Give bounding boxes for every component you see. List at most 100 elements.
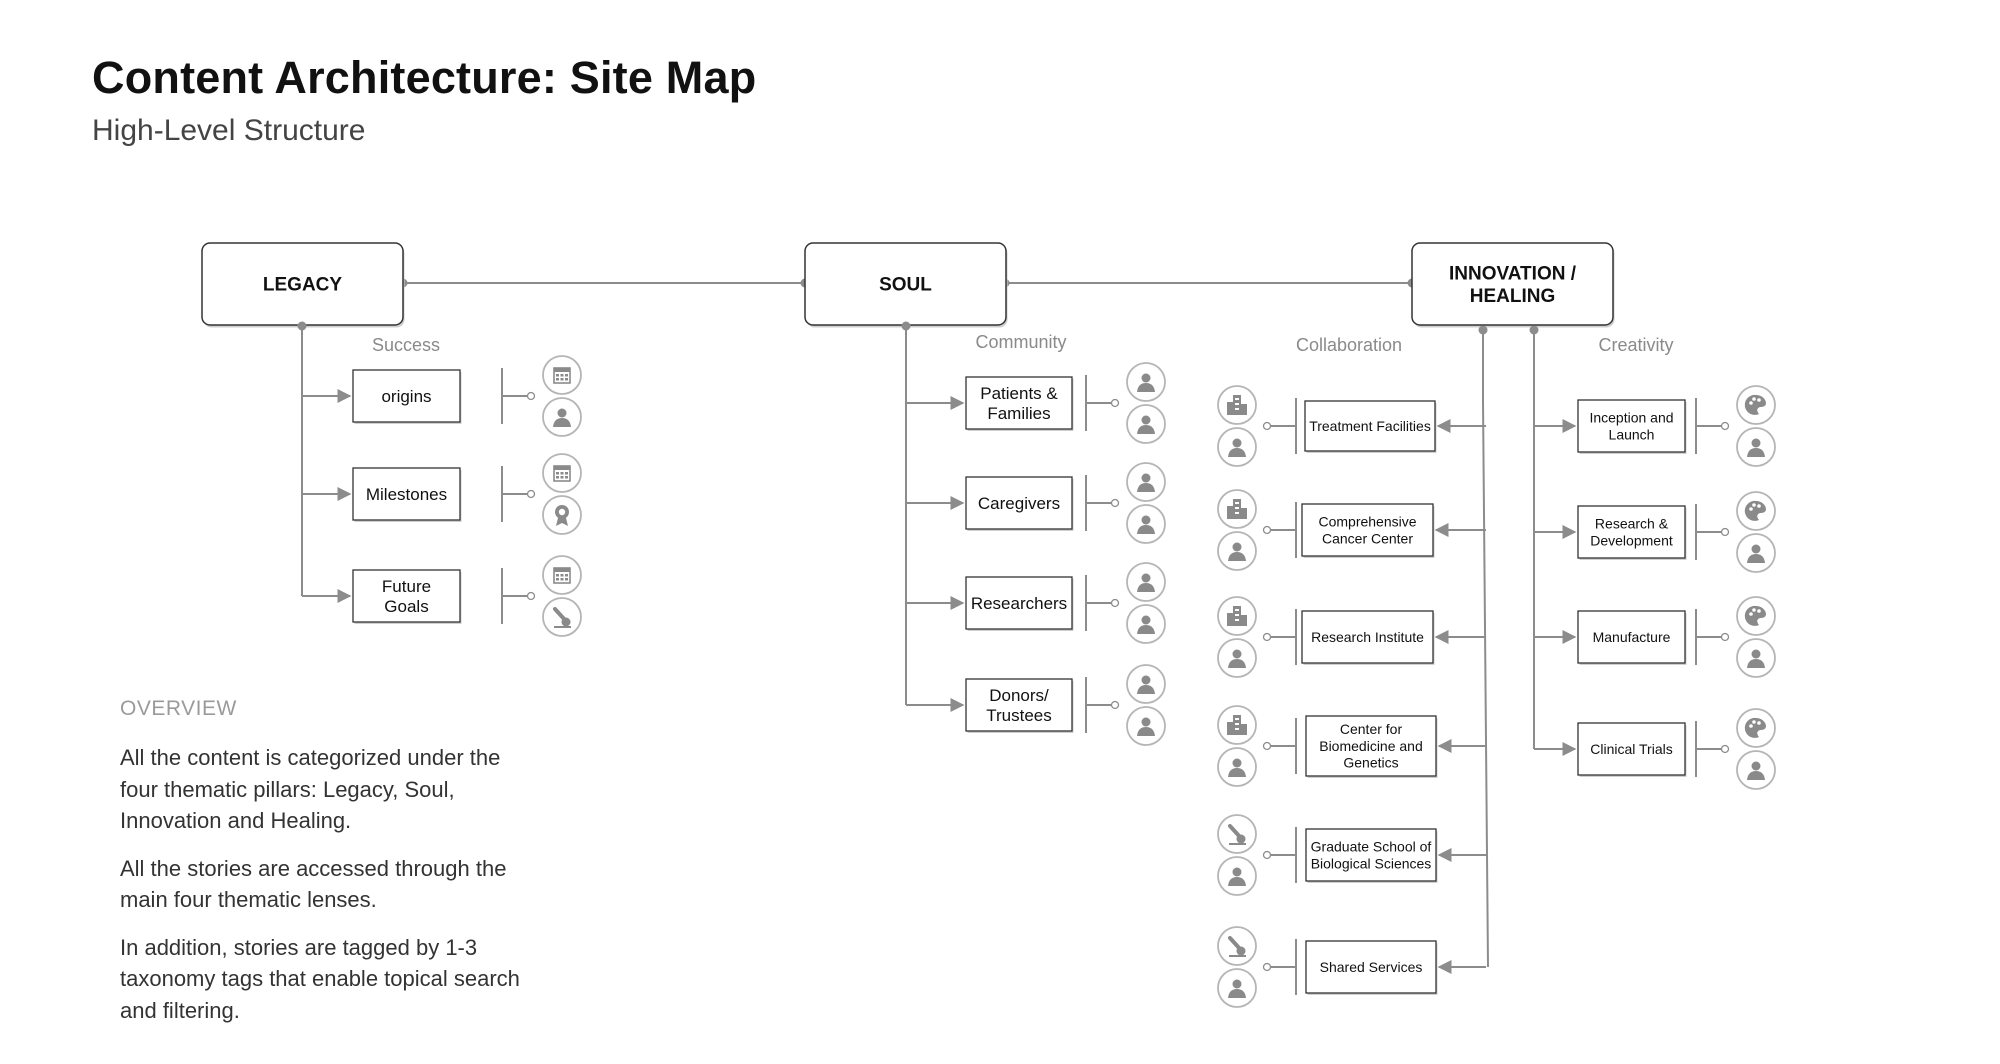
tag-connector-dot xyxy=(1110,700,1120,710)
pillar-box xyxy=(1411,242,1614,326)
microscope-icon xyxy=(1217,814,1257,854)
award-icon xyxy=(555,505,569,526)
tag-connector-dot xyxy=(526,489,536,499)
node-box xyxy=(352,467,461,521)
person-icon xyxy=(1137,615,1155,634)
section-label: Success xyxy=(372,335,440,355)
person-icon xyxy=(1217,968,1257,1008)
node-label: Patients &Families xyxy=(980,384,1058,423)
node-5[interactable]: Shared Services xyxy=(1305,940,1438,995)
building-icon xyxy=(1217,385,1257,425)
person-icon xyxy=(1747,544,1765,563)
node-box xyxy=(1577,610,1686,664)
node-box xyxy=(1301,610,1434,664)
building-icon xyxy=(1217,596,1257,636)
person-icon xyxy=(1217,747,1257,787)
overview-paragraph: In addition, stories are tagged by 1-3 t… xyxy=(120,934,520,1023)
award-icon xyxy=(542,495,582,535)
tag-connector-dot xyxy=(1262,962,1272,972)
person-icon xyxy=(1736,427,1776,467)
node-2[interactable]: Researchers xyxy=(965,576,1074,631)
pillar-legacy[interactable]: LEGACY xyxy=(201,242,405,328)
node-box xyxy=(1305,715,1437,777)
person-icon xyxy=(1126,362,1166,402)
person-icon xyxy=(1126,706,1166,746)
node-label: Milestones xyxy=(366,485,447,504)
person-icon xyxy=(1736,533,1776,573)
tag-connector-dot xyxy=(1110,498,1120,508)
section-label: Collaboration xyxy=(1296,335,1402,355)
person-icon xyxy=(1217,531,1257,571)
microscope-icon xyxy=(1228,824,1246,845)
node-box xyxy=(1301,503,1434,557)
tag-connector-dot xyxy=(526,591,536,601)
node-box xyxy=(1577,505,1686,559)
node-0[interactable]: Treatment Facilities xyxy=(1304,400,1437,453)
node-0[interactable]: origins xyxy=(352,369,462,424)
node-label: Research Institute xyxy=(1311,629,1424,645)
node-3[interactable]: Donors/Trustees xyxy=(965,678,1074,733)
node-label: Caregivers xyxy=(978,494,1060,513)
person-icon xyxy=(1228,979,1246,998)
person-icon xyxy=(1747,761,1765,780)
person-icon xyxy=(1137,675,1155,694)
overview-paragraph: All the stories are accessed through the… xyxy=(120,855,507,913)
pillar-soul[interactable]: SOUL xyxy=(804,242,1008,328)
node-1[interactable]: Milestones xyxy=(352,467,462,522)
node-box xyxy=(1305,828,1437,882)
building-icon xyxy=(1227,715,1247,735)
tag-connector-dot xyxy=(1720,632,1730,642)
person-icon xyxy=(542,397,582,437)
person-icon xyxy=(1747,649,1765,668)
person-icon xyxy=(1217,638,1257,678)
collab-trunk xyxy=(1482,400,1489,968)
microscope-icon xyxy=(553,607,571,628)
person-icon xyxy=(1126,404,1166,444)
person-icon xyxy=(1137,515,1155,534)
person-icon xyxy=(1736,750,1776,790)
node-0[interactable]: Patients &Families xyxy=(965,376,1074,431)
page-title: Content Architecture: Site Map xyxy=(92,52,757,103)
pillar-innovation-healing[interactable]: INNOVATION /HEALING xyxy=(1411,242,1615,328)
node-label: SOUL xyxy=(879,275,932,296)
person-icon xyxy=(1126,562,1166,602)
tag-connector-dot xyxy=(526,391,536,401)
building-icon xyxy=(1227,499,1247,519)
node-2[interactable]: Manufacture xyxy=(1577,610,1687,665)
overview-text: All the content is categorized under the… xyxy=(120,742,540,1042)
node-3[interactable]: Clinical Trials xyxy=(1577,722,1687,777)
node-label: Treatment Facilities xyxy=(1309,418,1431,434)
node-label: Research &Development xyxy=(1590,516,1673,549)
node-label: INNOVATION /HEALING xyxy=(1449,263,1577,307)
tag-connector-dot xyxy=(1110,398,1120,408)
calendar-icon xyxy=(542,453,582,493)
node-1[interactable]: Research &Development xyxy=(1577,505,1687,560)
person-icon xyxy=(1228,867,1246,886)
person-icon xyxy=(1126,604,1166,644)
tag-connector-dot xyxy=(1720,421,1730,431)
person-icon xyxy=(1228,542,1246,561)
palette-icon xyxy=(1744,605,1766,626)
node-2[interactable]: Research Institute xyxy=(1301,610,1435,665)
tag-connector-dot xyxy=(1720,527,1730,537)
person-icon xyxy=(1217,427,1257,467)
node-box xyxy=(352,569,461,623)
node-label: Manufacture xyxy=(1593,629,1671,645)
node-label: Donors/Trustees xyxy=(986,686,1052,725)
node-1[interactable]: Caregivers xyxy=(965,476,1074,531)
person-icon xyxy=(553,408,571,427)
calendar-icon xyxy=(553,465,571,482)
person-icon xyxy=(1126,664,1166,704)
person-icon xyxy=(1228,758,1246,777)
node-box xyxy=(1577,399,1686,453)
